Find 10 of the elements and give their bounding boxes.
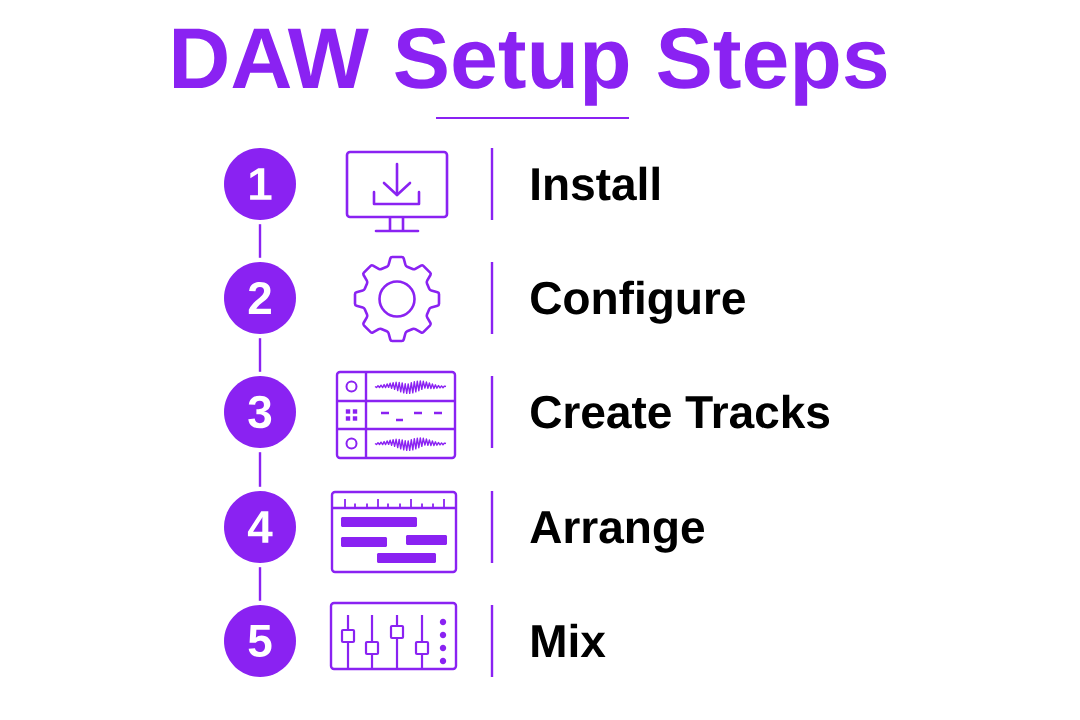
step-label: Install [532, 166, 659, 201]
connector-line [258, 452, 262, 487]
step-label: Arrange [530, 511, 704, 553]
title: DAW Setup Steps [174, 27, 887, 106]
step-label: Configure [531, 280, 745, 324]
step-label: Mix [532, 623, 606, 657]
connector-line [258, 567, 262, 601]
connector-line [258, 224, 262, 258]
step-label: Create Tracks [531, 394, 830, 429]
connector-line [258, 338, 262, 372]
